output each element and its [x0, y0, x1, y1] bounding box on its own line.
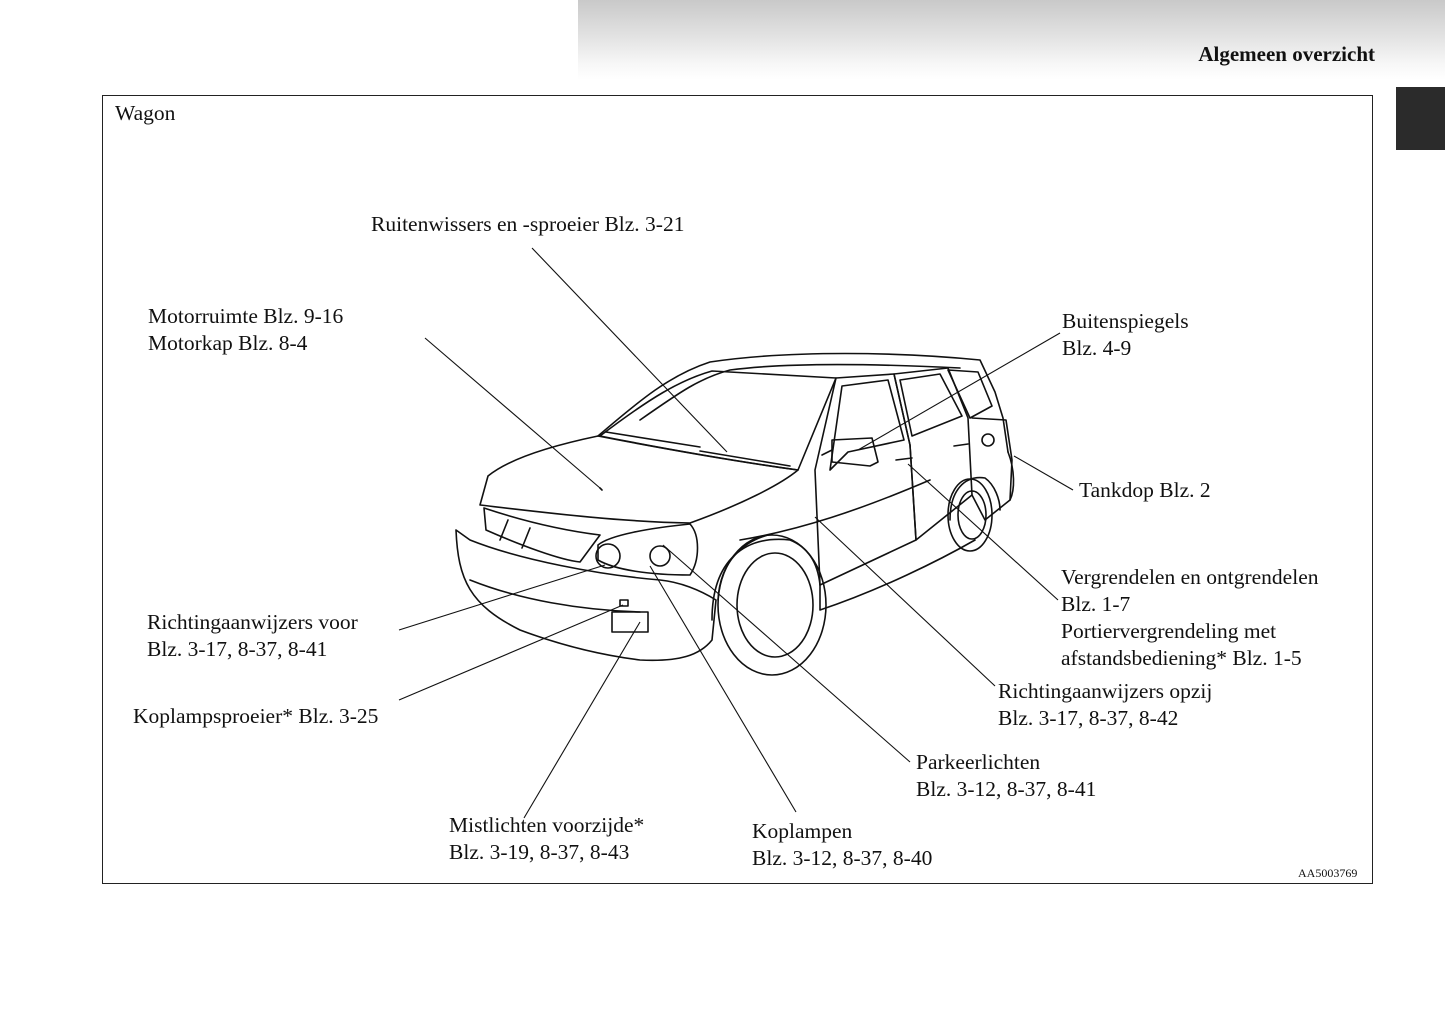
header-band	[578, 0, 1445, 80]
front-wheel-arch	[711, 538, 821, 621]
callout-fuel-cap: Tankdop Blz. 2	[1079, 478, 1211, 502]
rear-quarter	[971, 417, 1013, 521]
rear-window	[899, 373, 963, 437]
front-bumper	[455, 529, 717, 662]
door-handle-rear	[953, 443, 969, 447]
rear-bumper	[1007, 451, 1015, 501]
side-skirt	[819, 539, 976, 611]
rear-door	[893, 367, 973, 541]
fog-light	[611, 611, 649, 633]
hood	[479, 435, 799, 524]
callout-wipers: Ruitenwissers en -sproeier Blz. 3-21	[371, 212, 685, 236]
leader-engine	[424, 337, 601, 489]
windshield	[599, 370, 837, 471]
callout-engine: Motorruimte Blz. 9-16 Motorkap Blz. 8-4	[148, 304, 344, 355]
headlamp	[597, 523, 699, 576]
wiper-right	[699, 450, 791, 467]
section-title: Algemeen overzicht	[1198, 42, 1375, 66]
leader-fog-lights	[523, 621, 641, 819]
figure-frame	[102, 95, 1373, 884]
front-wheel	[717, 534, 827, 676]
leader-wipers	[531, 247, 728, 453]
chapter-tab[interactable]	[1396, 87, 1445, 150]
leader-headlamp-washer	[398, 604, 624, 701]
figure-code: AA5003769	[1298, 866, 1358, 880]
door-handle-front	[895, 457, 913, 461]
callout-parking-lights: Parkeerlichten Blz. 3-12, 8-37, 8-41	[916, 750, 1097, 801]
fuel-door	[981, 433, 995, 447]
leader-fuel-cap	[1013, 455, 1074, 491]
callout-headlamp-washer: Koplampsproeier* Blz. 3-25	[133, 704, 379, 728]
quarter-window	[947, 369, 993, 419]
leader-mirrors	[857, 332, 1061, 451]
grille	[483, 507, 601, 563]
front-window	[829, 379, 905, 471]
rear-wheel-arch	[949, 476, 1001, 521]
callout-side-indicators: Richtingaanwijzers opzij Blz. 3-17, 8-37…	[998, 679, 1213, 730]
car-roof	[597, 352, 1009, 453]
leader-parking-lights	[662, 544, 911, 763]
callout-front-indicators: Richtingaanwijzers voor Blz. 3-17, 8-37,…	[147, 610, 358, 661]
leader-front-indicators	[398, 564, 606, 631]
callout-mirrors: Buitenspiegels Blz. 4-9	[1062, 309, 1189, 360]
car-roof-inner	[639, 363, 961, 421]
side-mirror	[831, 437, 879, 467]
leader-locking	[907, 463, 1059, 601]
leader-side-indicators	[814, 516, 996, 687]
wiper-left	[605, 431, 701, 448]
callout-fog-lights: Mistlichten voorzijde* Blz. 3-19, 8-37, …	[449, 813, 645, 864]
callout-locking: Vergrendelen en ontgrendelen Blz. 1-7 Po…	[1061, 565, 1319, 670]
variant-label: Wagon	[115, 101, 176, 125]
callout-headlamps: Koplampen Blz. 3-12, 8-37, 8-40	[752, 819, 933, 870]
leader-headlamps	[649, 565, 797, 813]
